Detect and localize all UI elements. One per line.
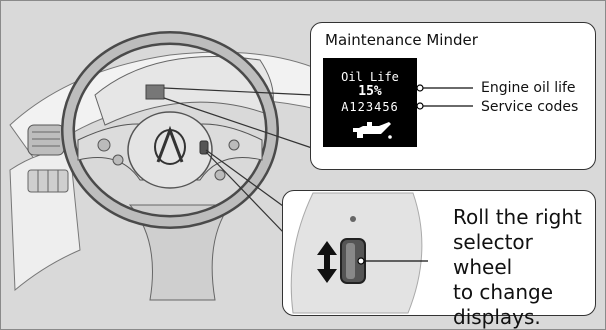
- multi-info-display: Oil Life 15% A123456: [323, 58, 417, 147]
- service-codes-value: A123456: [323, 100, 417, 114]
- oil-life-label: Oil Life: [323, 70, 417, 84]
- oil-can-icon: [349, 120, 393, 142]
- instruction-line-4: displays.: [453, 305, 593, 330]
- label-leader-lines: [415, 78, 475, 118]
- selector-instruction: Roll the right selector wheel to change …: [453, 205, 593, 330]
- maintenance-minder-callout: Maintenance Minder Oil Life 15% A123456 …: [310, 22, 596, 170]
- display-location-marker: [146, 85, 164, 99]
- oil-life-value: 15%: [323, 84, 417, 99]
- instruction-line-2: selector wheel: [453, 230, 593, 280]
- callout-title: Maintenance Minder: [325, 31, 478, 49]
- engine-oil-life-label: Engine oil life: [481, 80, 576, 96]
- service-codes-label: Service codes: [481, 99, 578, 115]
- instruction-line-3: to change: [453, 280, 593, 305]
- air-vent-icon: [28, 125, 64, 155]
- instruction-line-1: Roll the right: [453, 205, 593, 230]
- selector-wheel-callout: Roll the right selector wheel to change …: [282, 190, 596, 316]
- selector-wheel-closeup: [283, 191, 453, 315]
